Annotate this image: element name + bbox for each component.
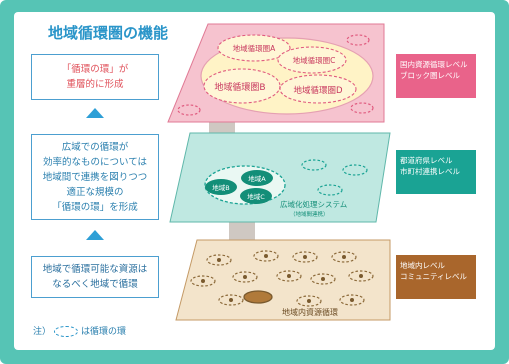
top-plane-rings bbox=[177, 34, 374, 116]
level-tag-national: 国内資源循環レベル ブロック圏レベル bbox=[396, 54, 476, 98]
level-tag-line: 地域内レベル bbox=[400, 261, 445, 270]
level-tag-prefecture: 都道府県レベル 市町村連携レベル bbox=[396, 150, 476, 194]
top-region-d bbox=[279, 74, 357, 104]
left-box-top-line: 重層的に形成 bbox=[66, 79, 124, 90]
legend-note: 注） は循環の環 bbox=[33, 324, 126, 337]
left-box-middle-line: 「循環の環」を形成 bbox=[52, 201, 138, 213]
left-box-bottom-line: なるべく地域で循環 bbox=[52, 279, 138, 290]
up-arrow-icon bbox=[86, 108, 104, 118]
up-arrow-icon bbox=[86, 230, 104, 240]
left-box-middle-line: 効率的なものについては bbox=[42, 156, 148, 168]
left-box-bottom-line: 地域で循環可能な資源は bbox=[42, 264, 148, 275]
top-region-c-label: 地域循環圏C bbox=[293, 55, 336, 65]
bottom-highlight-ring bbox=[243, 290, 273, 304]
level-tag-line: 市町村連携レベル bbox=[400, 167, 460, 176]
level-tag-community: 地域内レベル コミュニティレベル bbox=[396, 255, 476, 299]
mid-plane-rings bbox=[301, 159, 368, 196]
left-box-top-line: 「循環の環」が bbox=[61, 64, 129, 75]
top-region-b bbox=[203, 68, 281, 104]
bottom-caption: 地域内資源循環 bbox=[282, 307, 338, 317]
mid-region-c-label: 地域C bbox=[247, 192, 265, 201]
top-region-a-label: 地域循環圏A bbox=[233, 43, 276, 53]
left-box-bottom: 地域で循環可能な資源は なるべく地域で循環 bbox=[31, 256, 159, 298]
bottom-plane-rings bbox=[190, 250, 374, 307]
mid-region-c bbox=[240, 188, 272, 204]
legend-note-prefix: 注） bbox=[33, 327, 52, 337]
top-region-a bbox=[217, 34, 291, 62]
left-box-middle-line: 地域間で連携を図りつつ bbox=[42, 171, 148, 183]
mid-subcaption: （地域間連携） bbox=[290, 210, 329, 218]
mid-caption: 広域化処理システム bbox=[280, 199, 347, 209]
left-box-top: 「循環の環」が 重層的に形成 bbox=[31, 54, 159, 100]
level-tag-line: 都道府県レベル bbox=[400, 156, 453, 165]
top-region-b-label: 地域循環圏B bbox=[214, 81, 265, 93]
left-box-middle: 広域での循環が 効率的なものについては 地域間で連携を図りつつ 適正な規模の 「… bbox=[31, 134, 159, 220]
level-tag-line: コミュニティレベル bbox=[400, 272, 468, 281]
level-tag-line: ブロック圏レベル bbox=[400, 71, 460, 80]
legend-note-suffix: は循環の環 bbox=[81, 327, 127, 337]
left-box-middle-line: 広域での循環が bbox=[61, 141, 129, 153]
mid-region-b bbox=[205, 179, 237, 195]
diagram-title: 地域循環圏の機能 bbox=[48, 24, 169, 42]
mid-region-a-label: 地域A bbox=[248, 174, 266, 183]
mid-region-a bbox=[241, 170, 273, 186]
top-region-d-label: 地域循環圏D bbox=[293, 85, 343, 96]
top-region-c bbox=[277, 46, 347, 74]
dashed-ring-icon bbox=[54, 326, 79, 337]
mid-region-b-label: 地域B bbox=[212, 183, 229, 192]
left-box-middle-line: 適正な規模の bbox=[66, 186, 124, 198]
bottom-plane-arrows bbox=[201, 254, 363, 303]
level-tag-line: 国内資源循環レベル bbox=[400, 60, 468, 69]
